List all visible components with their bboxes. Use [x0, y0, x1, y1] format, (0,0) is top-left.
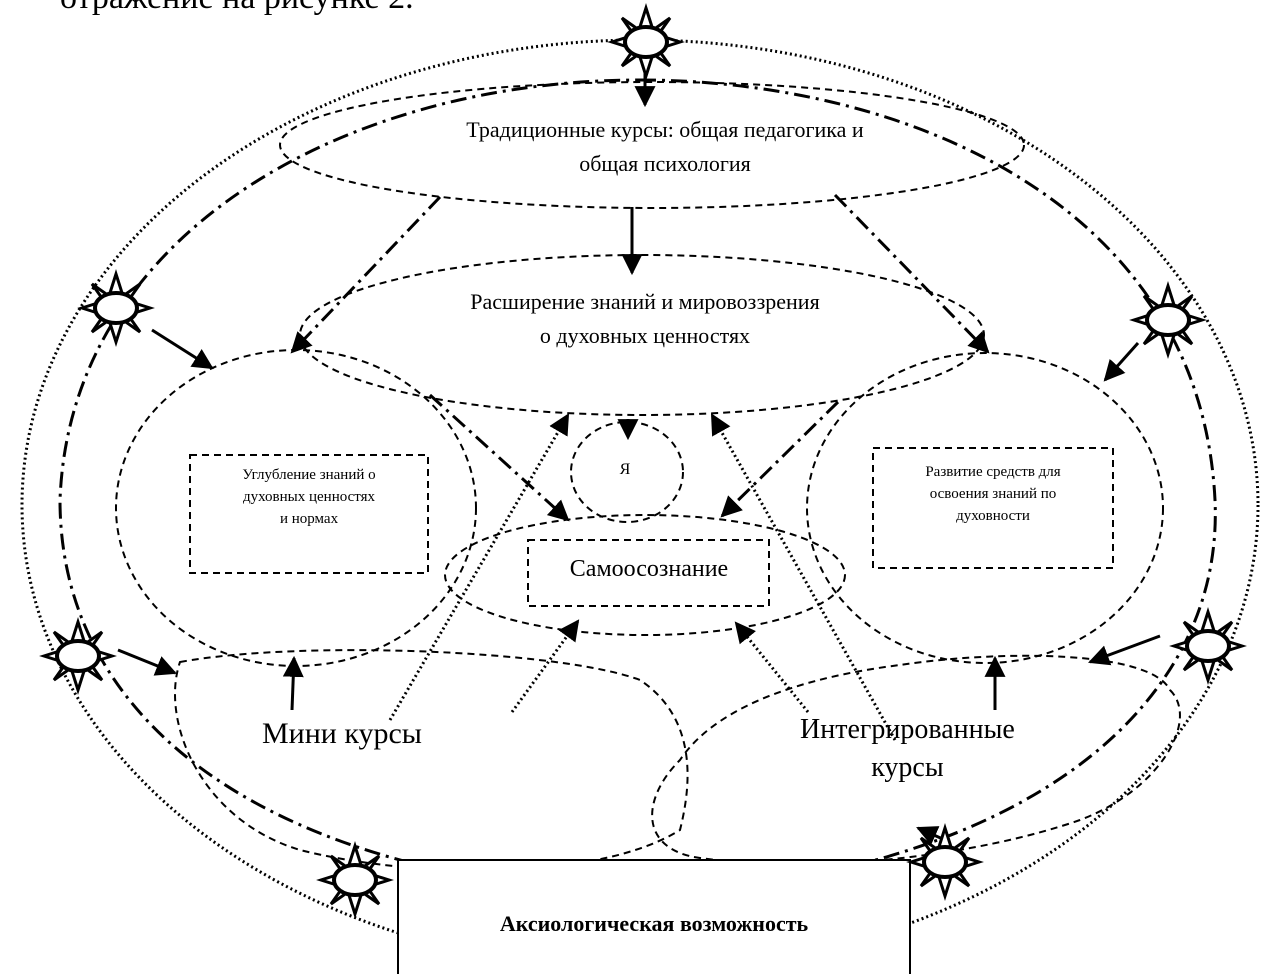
- mini-courses-label: Мини курсы: [262, 717, 422, 750]
- outer-dotted-ellipse: [20, 38, 1260, 972]
- self-awareness-ellipse: [444, 514, 846, 636]
- traditional-courses-line1: Традиционные курсы: общая педагогика и: [466, 117, 864, 142]
- development-box: [872, 447, 1114, 569]
- development-line3: духовности: [956, 508, 1030, 524]
- figure-caption-text: отражение на рисунке 2.: [60, 0, 414, 19]
- traditional-courses-ellipse: [279, 81, 1025, 209]
- self-awareness-box: [527, 539, 770, 607]
- sun-icon-lower-right: [1172, 610, 1244, 682]
- self-core-circle: [570, 421, 684, 523]
- development-label: Развитие средств для освоения знаний по …: [874, 461, 1112, 527]
- integrated-courses-line2: курсы: [871, 752, 944, 783]
- widening-knowledge-line2: о духовных ценностях: [539, 323, 751, 348]
- traditional-courses-label: Традиционные курсы: общая педагогика и о…: [380, 113, 950, 181]
- integrated-courses-line1: Интегрированные: [800, 714, 1015, 745]
- traditional-courses-line2: общая психология: [579, 151, 751, 176]
- widening-knowledge-line1: Расширение знаний и мировоззрения: [470, 289, 820, 314]
- sun-icon-lower-left: [42, 620, 114, 692]
- sun-icon-upper-right: [1132, 284, 1204, 356]
- deepening-line2: духовных ценностях: [242, 489, 376, 505]
- axiological-box: [397, 859, 911, 974]
- axiological-label: Аксиологическая возможность: [499, 911, 809, 936]
- integrated-courses-label: Интегрированные курсы: [800, 711, 1015, 787]
- sun-icon-upper-left: [80, 272, 152, 344]
- deepening-line3: и нормах: [279, 511, 339, 527]
- sun-icon-top: [610, 6, 682, 78]
- development-line2: освоения знаний по: [929, 486, 1057, 502]
- deepening-label: Углубление знаний о духовных ценностях и…: [192, 464, 426, 530]
- deepening-line1: Углубление знаний о: [242, 467, 376, 483]
- sun-icon-bottom-left: [319, 844, 391, 916]
- deepening-box: [189, 454, 429, 574]
- mini-courses-region: [174, 649, 689, 872]
- dash-dot-arrows: [290, 193, 990, 522]
- dotted-arrows: [388, 413, 897, 741]
- sun-icon-bottom-right: [909, 826, 981, 898]
- solid-arrows: [117, 62, 1161, 846]
- widening-knowledge-label: Расширение знаний и мировоззрения о духо…: [405, 285, 885, 353]
- self-core-label: Я: [619, 461, 631, 478]
- self-awareness-label: Самоосознание: [569, 556, 729, 582]
- development-line1: Развитие средств для: [925, 464, 1061, 480]
- integrated-courses-region: [651, 654, 1181, 866]
